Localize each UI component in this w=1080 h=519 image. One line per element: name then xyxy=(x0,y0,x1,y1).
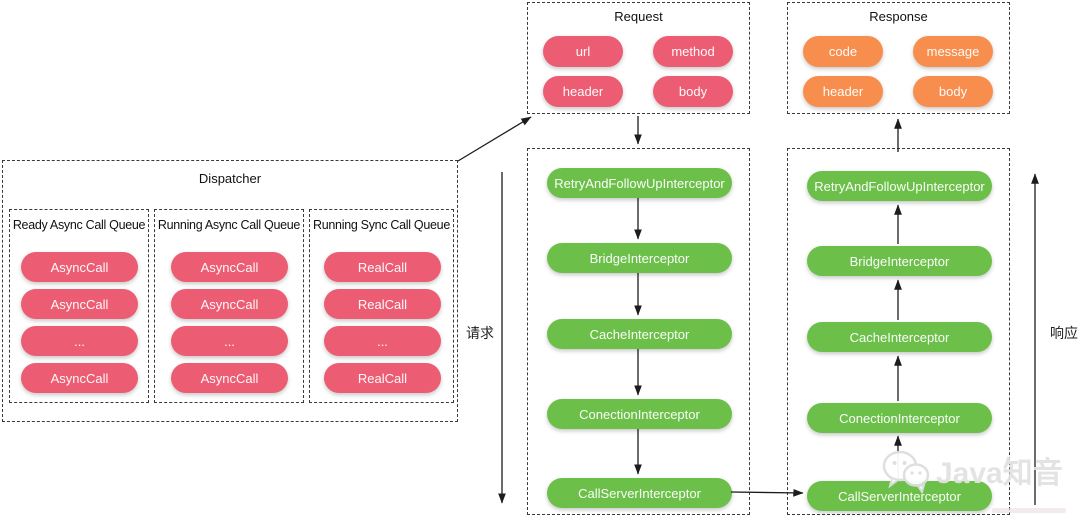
wechat-icon xyxy=(882,450,930,494)
queue-pill: AsyncCall xyxy=(171,363,288,393)
response-box: Response code message header body xyxy=(787,2,1010,114)
interceptor-pill-bridge: BridgeInterceptor xyxy=(547,243,732,273)
response-flow-label: 响应 xyxy=(1050,325,1078,341)
running-async-call-queue: Running Async Call Queue AsyncCall Async… xyxy=(154,209,304,403)
interceptor-pill-cache: CacheInterceptor xyxy=(547,319,732,349)
arrow-dispatcher-to-request xyxy=(457,116,532,162)
watermark: Java知音 xyxy=(878,446,1063,494)
queue-pill: ... xyxy=(21,326,138,356)
queue-pill: AsyncCall xyxy=(171,252,288,282)
request-flow-label: 请求 xyxy=(466,325,494,341)
ready-async-call-queue: Ready Async Call Queue AsyncCall AsyncCa… xyxy=(9,209,149,403)
faint-corner-watermark xyxy=(992,508,1066,513)
queue-pill: AsyncCall xyxy=(171,289,288,319)
interceptor-pill-connection: ConectionInterceptor xyxy=(807,403,992,433)
queue-title: Ready Async Call Queue xyxy=(12,218,146,232)
queue-pill: AsyncCall xyxy=(21,289,138,319)
queue-pill: RealCall xyxy=(324,289,441,319)
response-pill-header: header xyxy=(803,76,883,107)
queue-pill: ... xyxy=(171,326,288,356)
request-box: Request url method header body xyxy=(527,2,750,114)
interceptor-pill-callserver: CallServerInterceptor xyxy=(807,481,992,511)
request-pill-method: method xyxy=(653,36,733,67)
running-sync-call-queue: Running Sync Call Queue RealCall RealCal… xyxy=(309,209,454,403)
interceptor-pill-connection: ConectionInterceptor xyxy=(547,399,732,429)
request-interceptor-chain-box: RetryAndFollowUpInterceptor BridgeInterc… xyxy=(527,148,750,515)
response-pill-code: code xyxy=(803,36,883,67)
watermark-text: Java知音 xyxy=(936,457,1063,490)
queue-pill: RealCall xyxy=(324,363,441,393)
dispatcher-box: Dispatcher Ready Async Call Queue AsyncC… xyxy=(2,160,458,422)
queue-title: Running Async Call Queue xyxy=(157,218,301,232)
request-pill-header: header xyxy=(543,76,623,107)
response-pill-message: message xyxy=(913,36,993,67)
request-pill-url: url xyxy=(543,36,623,67)
request-box-title: Request xyxy=(614,9,663,24)
queue-pill: RealCall xyxy=(324,252,441,282)
response-interceptor-chain-box: RetryAndFollowUpInterceptor BridgeInterc… xyxy=(787,148,1010,515)
interceptor-pill-bridge: BridgeInterceptor xyxy=(807,246,992,276)
dispatcher-title: Dispatcher xyxy=(198,171,262,186)
queue-pill: AsyncCall xyxy=(21,252,138,282)
interceptor-pill-retry: RetryAndFollowUpInterceptor xyxy=(547,168,732,198)
queue-title: Running Sync Call Queue xyxy=(313,218,450,232)
interceptor-pill-retry: RetryAndFollowUpInterceptor xyxy=(807,171,992,201)
response-pill-body: body xyxy=(913,76,993,107)
interceptor-pill-cache: CacheInterceptor xyxy=(807,322,992,352)
response-box-title: Response xyxy=(869,9,928,24)
queue-pill: AsyncCall xyxy=(21,363,138,393)
queue-pill: ... xyxy=(324,326,441,356)
request-pill-body: body xyxy=(653,76,733,107)
interceptor-pill-callserver: CallServerInterceptor xyxy=(547,478,732,508)
